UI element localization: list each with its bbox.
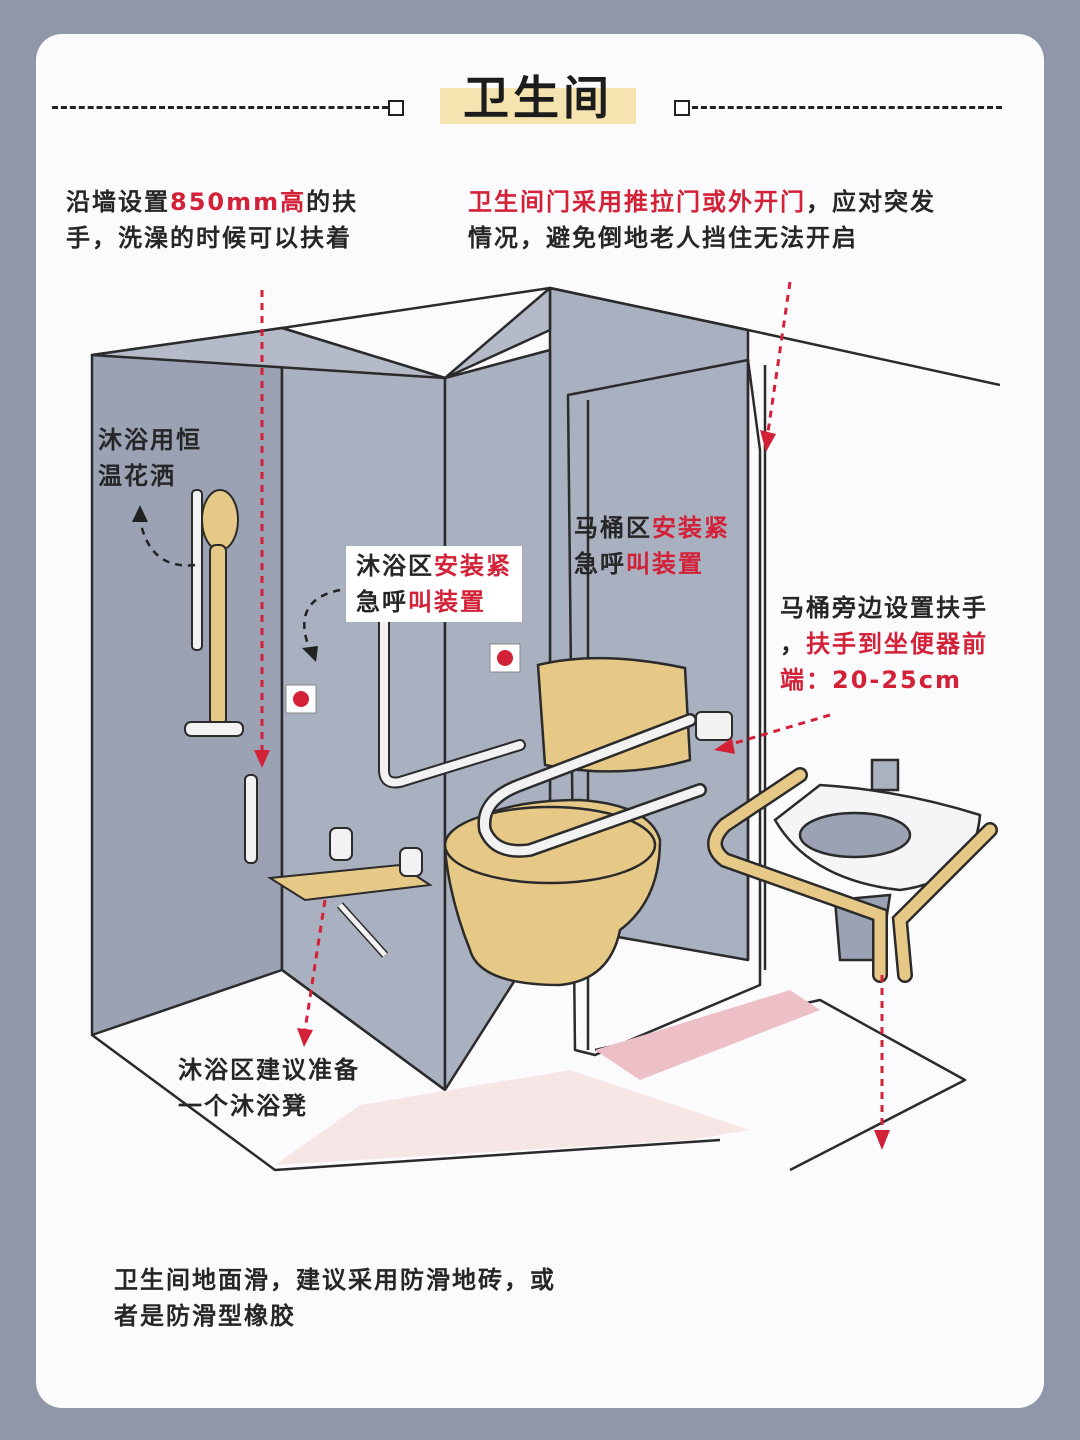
- note-toilet-alarm: 马桶区安装紧 急呼叫装置: [574, 514, 730, 578]
- shower-grab-bar: [244, 774, 258, 864]
- arrow-heads: [254, 430, 890, 1150]
- note-toilet-handrail: 马桶旁边设置扶手 ，扶手到坐便器前 端：20-25cm: [780, 594, 988, 694]
- title-square-right: [674, 100, 690, 116]
- annotation-arrows: [260, 281, 884, 1130]
- note-shower-stool: 沐浴区建议准备 一个沐浴凳: [178, 1056, 360, 1120]
- title-bar: 卫生间: [0, 56, 1080, 136]
- note-door: 卫生间门采用推拉门或外开门，应对突发 情况，避免倒地老人挡住无法开启: [468, 188, 936, 252]
- floor-mat: [275, 1070, 750, 1165]
- shower-head-icon: [184, 489, 244, 737]
- note-floor: 卫生间地面滑，建议采用防滑地砖，或 者是防滑型橡胶: [114, 1266, 556, 1330]
- shower-floor-edge: [91, 1033, 721, 1172]
- title-dash-right: [692, 106, 1002, 109]
- drain-strip: [595, 990, 820, 1080]
- title-highlight: [440, 88, 636, 124]
- note-shower-alarm: 沐浴区安装紧 急呼叫装置: [346, 546, 522, 622]
- note-handrail-height: 沿墙设置850mm高的扶 手，洗澡的时候可以扶着: [66, 188, 359, 252]
- page-title: 卫生间: [463, 71, 613, 125]
- dashed-arrow-icon: [138, 519, 341, 651]
- title-dash-left: [52, 106, 388, 109]
- shower-stool-icon: [266, 827, 433, 958]
- note-shower-head: 沐浴用恒 温花洒: [98, 426, 202, 490]
- title-square-left: [388, 100, 404, 116]
- emergency-button-icon: [285, 643, 521, 714]
